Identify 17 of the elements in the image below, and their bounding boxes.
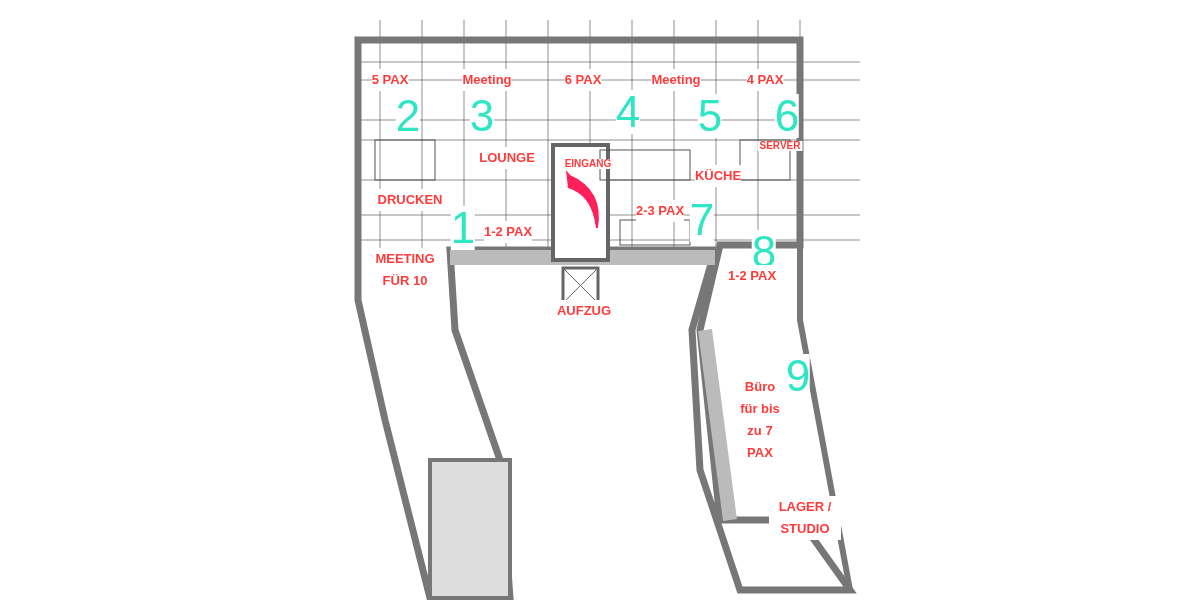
- room-label: 1-2 PAX: [483, 221, 533, 243]
- room-number: 6: [774, 94, 800, 138]
- room-number: 5: [697, 94, 723, 138]
- room-label: LOUNGE: [479, 147, 535, 169]
- room-label: 5 PAX: [371, 69, 409, 91]
- room-label: DRUCKEN: [377, 189, 443, 211]
- room-label: Meeting: [651, 69, 701, 91]
- room-label: 6 PAX: [564, 69, 602, 91]
- room-number: 4: [615, 90, 641, 134]
- room-label: Meeting: [462, 69, 512, 91]
- room-label: EINGANG: [562, 159, 614, 169]
- room-label: LAGER / STUDIO: [769, 496, 841, 540]
- room-label: KÜCHE: [694, 165, 742, 187]
- room-label: 4 PAX: [746, 69, 784, 91]
- room-label: SERVER: [757, 141, 803, 151]
- room-number: 1: [450, 206, 476, 250]
- room-label: 2-3 PAX: [635, 200, 685, 222]
